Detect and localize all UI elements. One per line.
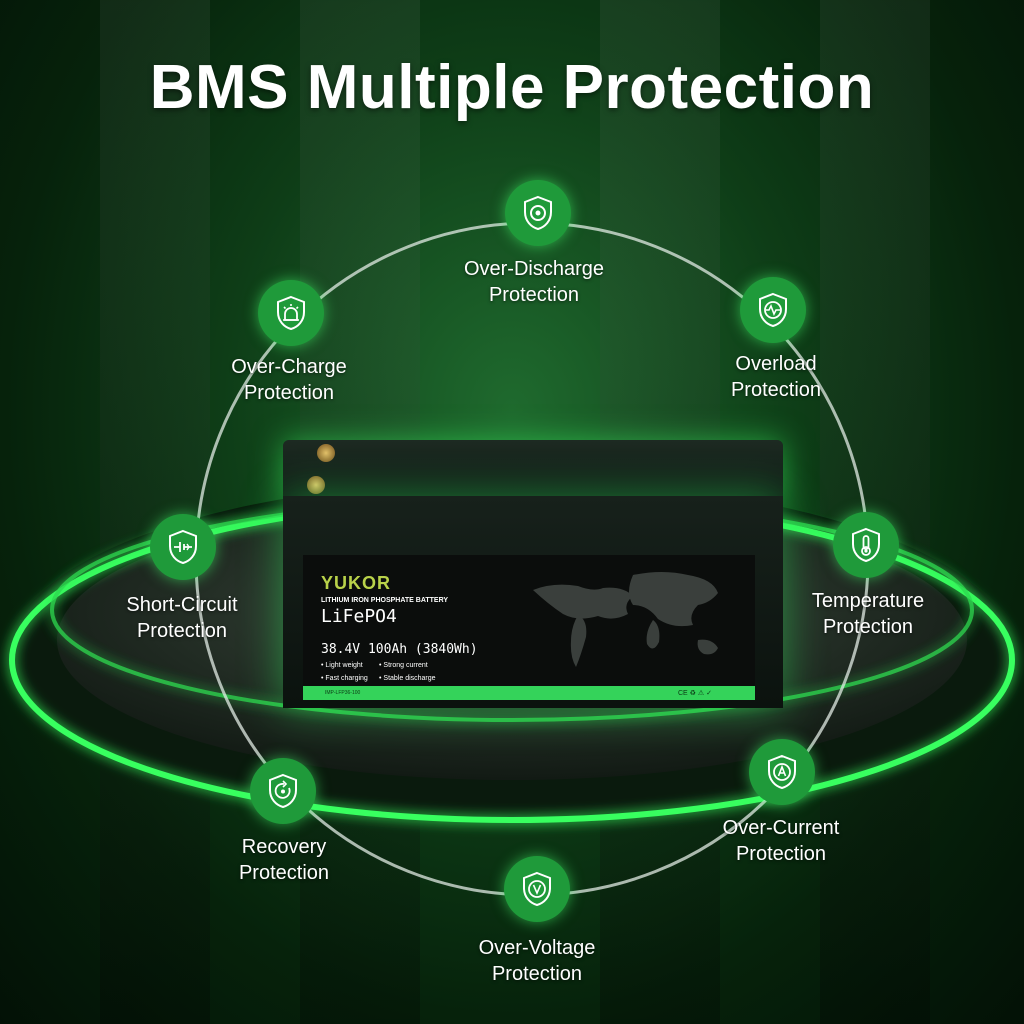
voltage-icon <box>504 856 570 922</box>
battery-certifications: CE ♻ ⚠ ✓ <box>678 690 712 697</box>
battery-label-strip <box>303 686 755 700</box>
ampere-icon <box>749 739 815 805</box>
battery-model: IMP-LFP36-100 <box>325 690 361 696</box>
battery-image: YUKOR LITHIUM IRON PHOSPHATE BATTERY LiF… <box>283 440 783 710</box>
battery-terminal <box>307 476 325 494</box>
alarm-icon <box>258 280 324 346</box>
battery-chemistry: LITHIUM IRON PHOSPHATE BATTERY <box>321 597 449 604</box>
battery-feature: • Stable discharge <box>379 675 436 682</box>
circuit-icon <box>150 514 216 580</box>
battery-feature: • Fast charging <box>321 675 368 682</box>
background-panel <box>820 0 930 1024</box>
battery-terminal <box>317 444 335 462</box>
page-title: BMS Multiple Protection <box>149 53 875 122</box>
battery-type: LiFePO4 <box>321 606 397 627</box>
pulse-icon <box>740 277 806 343</box>
world-map-graphic <box>533 572 718 667</box>
battery-feature: • Strong current <box>379 662 428 669</box>
recovery-icon <box>250 758 316 824</box>
battery-label <box>303 555 755 700</box>
battery-spec: 38.4V 100Ah (3840Wh) <box>321 642 478 657</box>
thermometer-icon <box>833 512 899 578</box>
battery-brand: YUKOR <box>321 573 392 593</box>
background-panel <box>100 0 210 1024</box>
disc-icon <box>505 180 571 246</box>
battery-lid <box>283 440 783 500</box>
battery-feature: • Light weight <box>321 662 363 669</box>
